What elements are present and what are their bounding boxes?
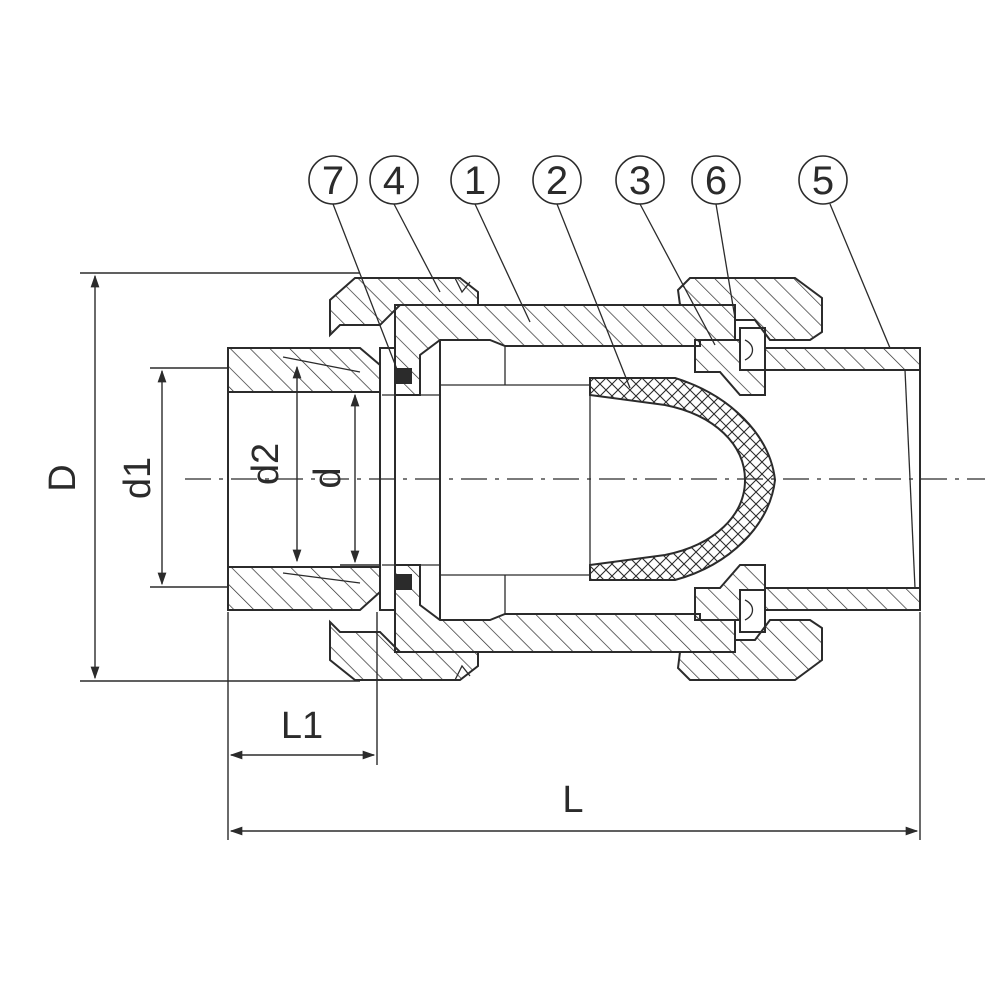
dimension-d: d (307, 391, 380, 566)
dimension-D: D (42, 272, 360, 682)
valve-ball (589, 377, 777, 581)
dimension-L: L (229, 612, 921, 840)
part-1-label: 1 (464, 159, 486, 203)
dimension-L1-label: L1 (281, 705, 323, 747)
balloon-part-6: 6 (691, 155, 741, 319)
dimension-d1-label: d1 (117, 457, 159, 499)
part-7-label: 7 (322, 159, 344, 203)
part-4-label: 4 (383, 159, 405, 203)
part-2-label: 2 (546, 159, 568, 203)
balloon-part-1: 1 (450, 155, 531, 323)
valve-seat (694, 327, 766, 633)
right-union-nut (676, 277, 823, 681)
dimension-L1: L1 (227, 612, 378, 840)
dimension-d-label: d (307, 467, 349, 488)
dimension-d2-label: d2 (245, 443, 287, 485)
left-socket-end (227, 347, 381, 611)
right-socket-end (764, 347, 921, 611)
balloon-part-4: 4 (369, 155, 441, 293)
dimension-d2: d2 (245, 365, 302, 563)
dimension-D-label: D (42, 464, 84, 491)
part-3-label: 3 (629, 159, 651, 203)
balloon-part-3: 3 (615, 155, 716, 346)
part-5-label: 5 (812, 159, 834, 203)
part-6-label: 6 (705, 159, 727, 203)
balloon-part-7: 7 (308, 155, 399, 373)
balloon-part-2: 2 (532, 155, 631, 389)
dimension-L-label: L (562, 779, 583, 821)
valve-body (394, 304, 736, 653)
dimension-d1: d1 (117, 367, 228, 588)
balloon-part-5: 5 (798, 155, 891, 349)
